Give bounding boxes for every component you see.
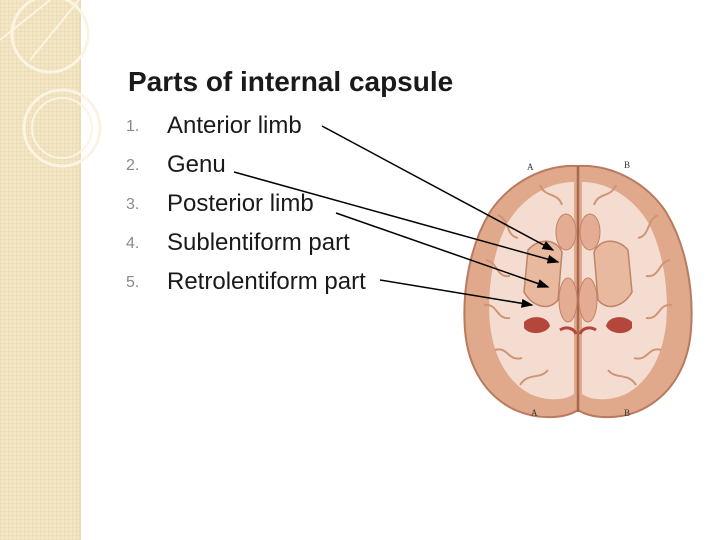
figure-label-a-top: A (527, 162, 534, 172)
list-number: 5. (126, 274, 140, 291)
pointer-line-genu (233, 171, 560, 264)
pointer-line-retrolentiform-part (379, 279, 534, 308)
list-number: 2. (126, 157, 140, 174)
list-number: 3. (126, 196, 140, 213)
list-item-label: Anterior limb (167, 112, 302, 139)
figure-label-b-bottom: B (624, 408, 630, 418)
list-item-label: Posterior limb (167, 190, 314, 217)
list-number: 1. (126, 118, 140, 135)
list-item-label: Retrolentiform part (167, 268, 366, 295)
list-item-label: Genu (167, 151, 226, 178)
pointer-line-anterior-limb (321, 125, 555, 251)
sidebar-divider (79, 0, 81, 540)
figure-label-b-top: B (624, 160, 630, 170)
list-item-label: Sublentiform part (167, 229, 350, 256)
figure-label-a-bottom: A (531, 408, 538, 418)
decorative-circles (0, 0, 102, 168)
list-number: 4. (126, 235, 140, 252)
brain-illustration (463, 164, 693, 419)
pointer-line-posterior-limb (335, 212, 550, 288)
slide-title: Parts of internal capsule (128, 66, 454, 97)
